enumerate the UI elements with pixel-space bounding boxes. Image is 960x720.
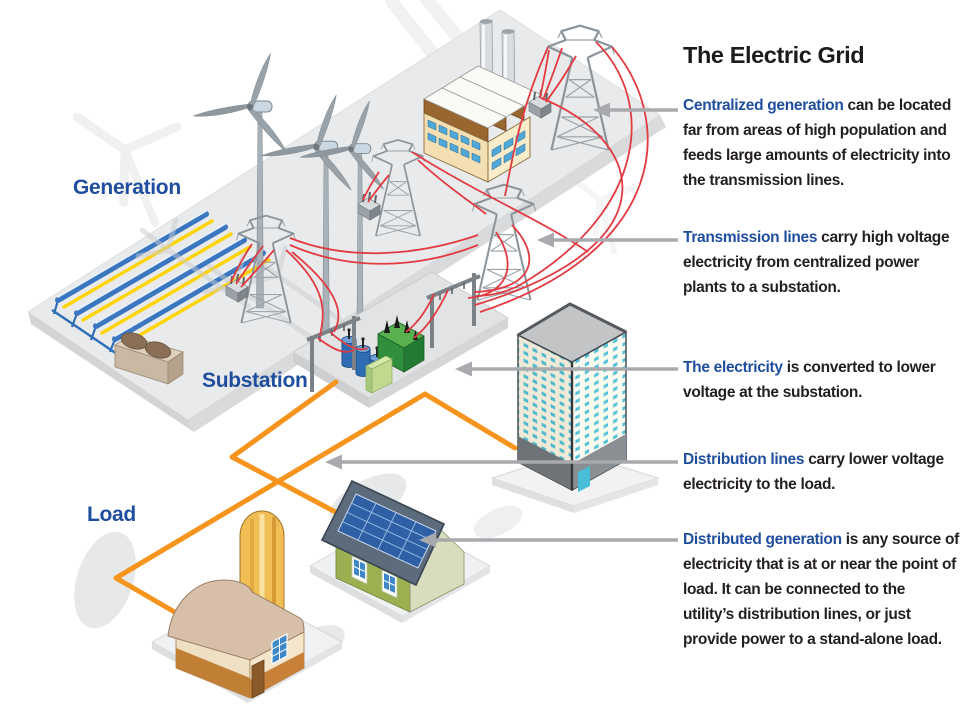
annotation-body: carry high voltage electricity from cent… (683, 229, 950, 296)
transmission-wires (230, 41, 649, 353)
annotation-lead: The electricity (683, 359, 783, 376)
barn-icon (167, 579, 305, 699)
label-generation: Generation (73, 176, 181, 199)
office-building (490, 302, 660, 513)
annotation-lead: Transmission lines (683, 229, 818, 246)
substation-equipment (292, 271, 509, 408)
house-window (351, 555, 398, 599)
label-load: Load (87, 503, 136, 526)
barn-door (251, 659, 265, 699)
annotation-lead: Distributed generation (683, 531, 842, 548)
barn-window (271, 633, 288, 665)
annotation-body: is any source of electricity that is at … (683, 531, 959, 648)
annotation-transmission-lines: Transmission lines carry high voltage el… (683, 225, 959, 300)
annotation-body: is converted to lower voltage at the sub… (683, 359, 936, 401)
rooftop-solar-panel-icon (337, 493, 437, 569)
transformer (377, 315, 425, 373)
arrow-centralized-generation (593, 102, 678, 118)
barn-with-silo (150, 510, 344, 703)
solar-house (308, 479, 492, 623)
arrow-distributed-generation (419, 532, 678, 548)
annotation-lead: Distribution lines (683, 451, 805, 468)
annotation-distribution-lines: Distribution lines carry lower voltage e… (683, 447, 959, 497)
annotation-distributed-generation: Distributed generation is any source of … (683, 527, 959, 652)
annotation-lead: Centralized generation (683, 97, 844, 114)
turbine-shadows (135, 217, 353, 343)
arrow-transmission-lines (537, 232, 678, 248)
solar-field-tank-building (114, 332, 184, 385)
annotation-body: can be located far from areas of high po… (683, 97, 951, 189)
arrow-distribution-lines (325, 454, 678, 470)
building-door (578, 466, 590, 492)
factory-windows (427, 119, 526, 171)
control-cabinet (365, 355, 393, 394)
power-plant (423, 19, 543, 183)
page-title: The Electric Grid (683, 42, 865, 68)
annotation-body: carry lower voltage electricity to the l… (683, 451, 944, 493)
annotation-arrows (325, 102, 678, 548)
arrow-electricity-converted (455, 361, 678, 377)
annotation-electricity-converted: The electricity is converted to lower vo… (683, 355, 959, 405)
label-substation: Substation (202, 369, 308, 392)
annotation-centralized-generation: Centralized generation can be located fa… (683, 93, 959, 193)
